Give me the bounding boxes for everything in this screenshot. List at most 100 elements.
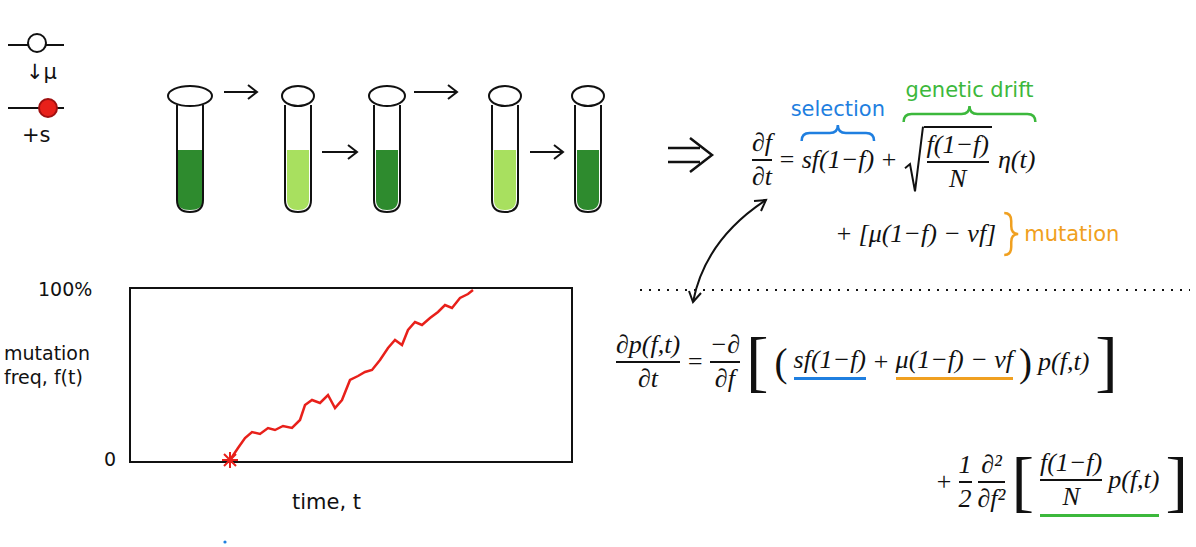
equation-term: N (949, 164, 966, 194)
equation-term: p(f,t) (1108, 465, 1159, 495)
test-tube (492, 105, 518, 212)
equation-term: ∂t (752, 162, 772, 192)
culture-liquid (376, 150, 398, 210)
equation-term: [ (746, 328, 769, 396)
transfer-arrows (224, 85, 563, 159)
equation-term: ∂² (981, 450, 1002, 480)
equation-term: + (872, 347, 890, 377)
equation-row: ∂p(f,t) ∂t =−∂ ∂f [(sf(1−f)+μ(1−f) − νf)p(f,… (616, 328, 1118, 396)
equation-term: η(t) (998, 145, 1035, 175)
fraction: −∂ ∂f (710, 330, 740, 394)
test-tube (575, 105, 601, 212)
frequency-trajectory (230, 290, 473, 460)
fraction: f(1−f) N (1040, 448, 1102, 512)
axis-tick: 0 (104, 448, 116, 470)
term-label: selection (791, 97, 885, 121)
transfer-arrow (414, 85, 457, 99)
equation-term: ∂f (752, 128, 772, 158)
radicand: f(1−f) N (924, 126, 992, 194)
equation-term: ) (1019, 343, 1032, 382)
arrow-heads (689, 200, 766, 302)
test-tube (374, 105, 400, 212)
transfer-arrow (224, 85, 257, 99)
axis-tick: 100% (38, 278, 92, 300)
fraction-bar (710, 361, 740, 363)
square-root: f(1−f) N (904, 126, 992, 194)
equation-term: [ (1011, 448, 1034, 516)
transfer-arrow (322, 145, 357, 159)
transfer-arrow (530, 145, 563, 159)
fraction-bar (959, 481, 972, 483)
equation-row: +12∂²∂f²[f(1−f)Np(f,t)] (935, 448, 1188, 517)
fraction: ∂² ∂f² (978, 450, 1006, 514)
culture-liquid (287, 150, 309, 210)
mutant-allele (39, 99, 57, 117)
radical-sign (904, 126, 924, 194)
equation-term: [μ(1−f) − νf] (859, 219, 997, 249)
equation-term: ( (775, 343, 788, 382)
tube-cap (282, 86, 314, 106)
equation-term: + (935, 467, 953, 497)
equation-term: = (686, 347, 704, 377)
fraction: ∂p(f,t) ∂t (616, 330, 680, 394)
term-label: mutation (1024, 222, 1119, 246)
stray-dot (223, 540, 226, 543)
equation-term: ] (1095, 328, 1118, 396)
curly-brace (904, 106, 1036, 122)
test-tube (285, 105, 311, 212)
fraction: ∂f ∂t (752, 128, 772, 192)
fraction-bar (978, 481, 1006, 483)
equation-row: ∂f ∂t=sf(1−f)+ f(1−f) Nη(t) (752, 126, 1035, 194)
equation-term: + (835, 219, 853, 249)
underlined-group: f(1−f) Np(f,t) (1040, 448, 1160, 517)
equation-term: p(f,t) (1038, 347, 1089, 377)
equation-term: ∂t (638, 364, 658, 394)
divider (640, 289, 1190, 291)
fraction-bar (752, 159, 772, 161)
equation-term: sf(1−f) (794, 345, 866, 380)
equation-term: = (778, 145, 796, 175)
test-tubes (168, 86, 604, 212)
fitness-effect: +s (22, 123, 51, 147)
axis-title: mutation freq, f(t) (4, 342, 119, 390)
equation-row: +[μ(1−f) − νf] (835, 219, 996, 249)
fraction-bar (616, 361, 680, 363)
equation-term: N (1062, 482, 1079, 512)
tube-cap (572, 86, 604, 106)
equation-term: ] (1165, 448, 1188, 516)
tube-cap (489, 86, 521, 106)
radical-stroke (905, 127, 923, 192)
culture-liquid (177, 150, 203, 210)
equation-term: 1 (959, 450, 972, 480)
fraction-bar (1040, 479, 1102, 481)
equation-term: −∂ (710, 330, 740, 360)
equation-term: ∂f² (978, 484, 1006, 514)
culture-liquid (577, 150, 599, 210)
equation-term: + (880, 145, 898, 175)
curly-brace (802, 125, 874, 141)
equation-term: 2 (959, 484, 972, 514)
equation-term: f(1−f) (1040, 448, 1102, 478)
axis-title: time, t (292, 490, 361, 514)
mutation-rate: ↓μ (26, 60, 57, 84)
fraction: 12 (959, 450, 972, 514)
fraction: f(1−f) N (927, 130, 989, 194)
ancestral-allele (28, 34, 46, 52)
equation-term: f(1−f) (927, 130, 989, 160)
allele-symbol (8, 34, 64, 117)
test-tube (177, 105, 203, 212)
equation-term: sf(1−f) (802, 145, 874, 175)
curly-brace (1004, 213, 1018, 255)
equation-term: μ(1−f) − νf (896, 345, 1013, 380)
plot-frame (130, 288, 572, 462)
culture-liquid (494, 150, 516, 210)
equation-term: ∂p(f,t) (616, 330, 680, 360)
fraction-bar (927, 161, 989, 163)
origin-asterisk (222, 452, 238, 468)
implies-arrow (668, 138, 712, 172)
link-arrow (693, 200, 766, 302)
tube-cap (369, 86, 405, 106)
equation-term: ∂f (715, 364, 735, 394)
term-label: genetic drift (906, 78, 1034, 102)
